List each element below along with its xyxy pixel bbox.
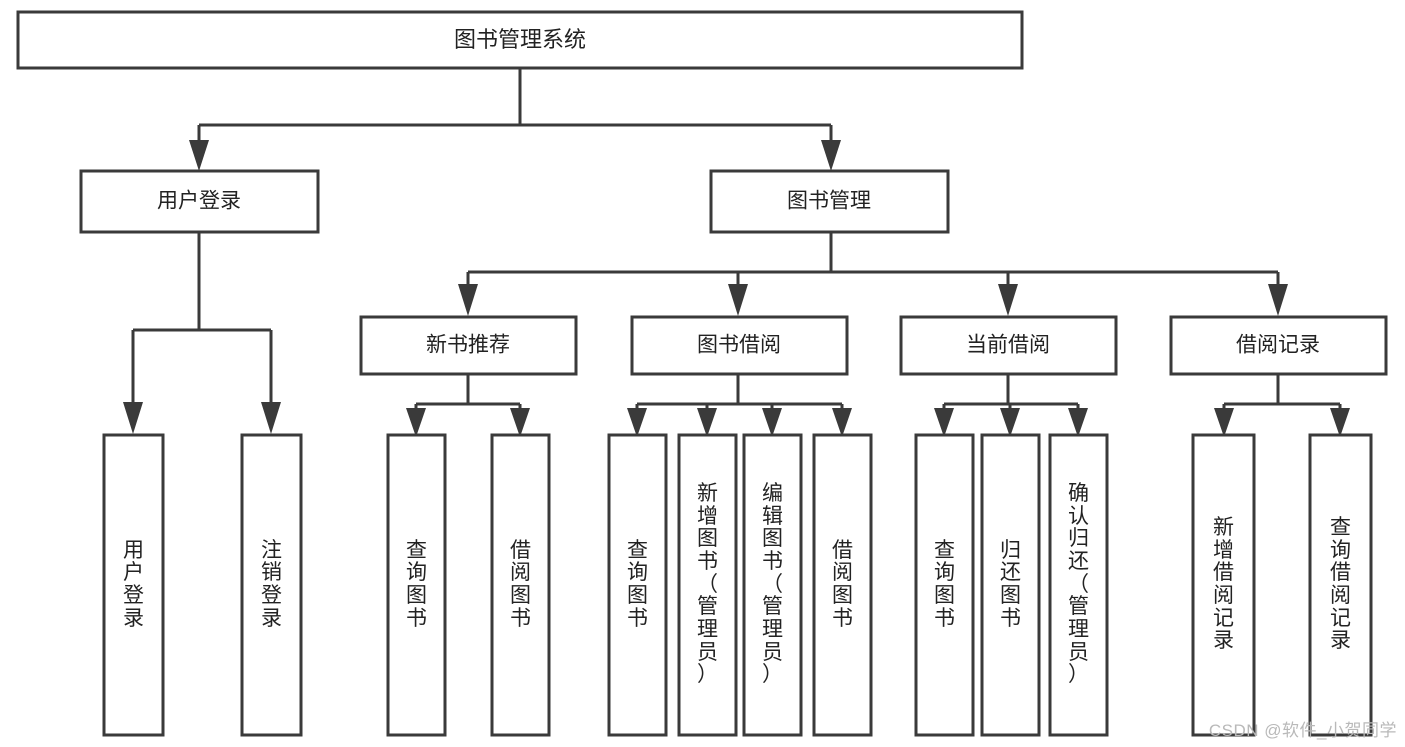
- leafbox-add-book[interactable]: [677, 433, 738, 737]
- arrowhead-leaf-return-book: [1000, 408, 1020, 437]
- leafbox-borrow-book-2[interactable]: [812, 433, 873, 737]
- leafbox-user-logout[interactable]: [240, 433, 303, 737]
- arrowhead-leaf-edit-book: [762, 408, 782, 437]
- leafbox-query-record[interactable]: [1308, 433, 1373, 737]
- arrowhead-leaf-query-record: [1330, 408, 1350, 437]
- leafbox-query-book-2[interactable]: [607, 433, 668, 737]
- node-new-book-recommend-box[interactable]: [359, 315, 578, 376]
- arrowhead-user-login: [189, 140, 209, 171]
- node-root-label: 图书管理系统: [454, 27, 586, 52]
- node-borrow-record-box[interactable]: [1169, 315, 1388, 376]
- arrowhead-borrow-record: [1268, 284, 1288, 316]
- arrowhead-leaf-query-book-1: [406, 408, 426, 437]
- leafbox-borrow-book-1[interactable]: [490, 433, 551, 737]
- node-user-login-label: 用户登录: [157, 190, 241, 213]
- leafbox-query-book-3[interactable]: [914, 433, 975, 737]
- arrowhead-leaf-borrow-book-1: [510, 408, 530, 437]
- node-borrow-record-label: 借阅记录: [1236, 334, 1320, 357]
- node-book-manage-box[interactable]: [709, 169, 950, 234]
- node-book-borrow-box[interactable]: [630, 315, 849, 376]
- leafbox-add-record[interactable]: [1191, 433, 1256, 737]
- arrowhead-leaf-query-book-3: [934, 408, 954, 437]
- leafbox-query-book-1[interactable]: [386, 433, 447, 737]
- csdn-watermark: CSDN @软件_小贺同学: [1208, 721, 1397, 740]
- node-user-login-box[interactable]: [79, 169, 320, 234]
- arrowhead-leaf-borrow-book-2: [832, 408, 852, 437]
- arrowhead-leaf-add-book: [697, 408, 717, 437]
- leafbox-edit-book[interactable]: [742, 433, 803, 737]
- arrowhead-leaf-user-logout: [261, 402, 281, 434]
- arrowhead-book-borrow: [728, 284, 748, 316]
- arrowhead-leaf-confirm-return: [1068, 408, 1088, 437]
- arrowhead-leaf-query-book-2: [627, 408, 647, 437]
- arrowhead-leaf-user-login: [123, 402, 143, 434]
- arrowhead-book-manage: [821, 140, 841, 171]
- node-new-book-recommend-label: 新书推荐: [426, 334, 510, 357]
- node-layer: 图书管理系统 用户登录 图书管理 新书推荐 图书借阅 当前借阅 借阅记录: [16, 10, 1388, 376]
- node-current-borrow-label: 当前借阅: [966, 334, 1050, 357]
- leafbox-user-login[interactable]: [102, 433, 165, 737]
- leaf-layer: [102, 433, 1373, 737]
- node-current-borrow-box[interactable]: [899, 315, 1118, 376]
- arrowhead-new-book-recommend: [458, 284, 478, 316]
- node-root-box[interactable]: [16, 10, 1024, 70]
- node-book-manage-label: 图书管理: [787, 190, 871, 213]
- arrowhead-current-borrow: [998, 284, 1018, 316]
- leafbox-return-book[interactable]: [980, 433, 1041, 737]
- arrowhead-layer: [123, 140, 1350, 437]
- node-book-borrow-label: 图书借阅: [697, 334, 781, 357]
- arrowhead-leaf-add-record: [1214, 408, 1234, 437]
- leafbox-confirm-return[interactable]: [1048, 433, 1109, 737]
